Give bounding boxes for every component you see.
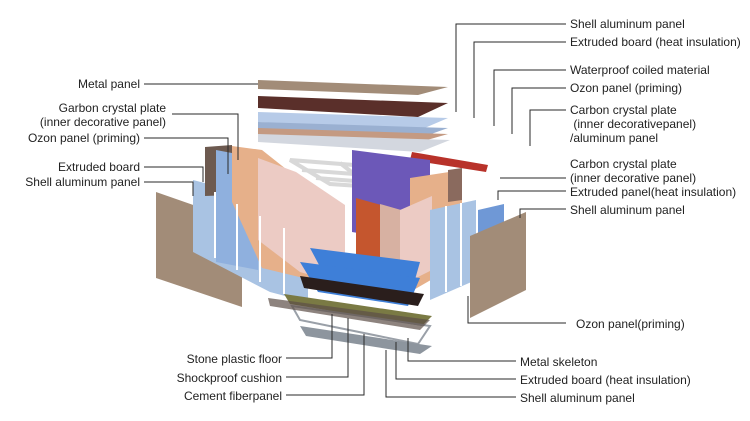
label-carbon-crystal-plate-right: Carbon crystal plate (inner decorative p…	[570, 157, 697, 185]
right-outer-brown-panel	[470, 212, 526, 318]
right-extruded-board	[448, 168, 462, 202]
label-shell-aluminum-panel-left: Shell aluminum panel	[25, 175, 140, 189]
label-carbon-crystal-plate-aluminum: Carbon crystal plate (inner decorativepa…	[570, 103, 697, 145]
roof-carbon-crystal-plate	[258, 134, 450, 152]
label-extruded-board-heat: Extruded board (heat insulation)	[570, 35, 741, 49]
roof-shell-aluminum-panel	[258, 96, 448, 117]
label-ozon-panel-right-top: Ozon panel (priming)	[570, 81, 683, 95]
label-shockproof-cushion: Shockproof cushion	[176, 371, 282, 385]
roof-metal-panel	[258, 80, 448, 95]
floor-shell-aluminum	[300, 326, 432, 354]
label-shell-aluminum-panel-bottom: Shell aluminum panel	[520, 391, 635, 405]
label-shell-aluminum-panel-top: Shell aluminum panel	[570, 17, 685, 31]
label-ozon-panel-left: Ozon panel (priming)	[27, 131, 140, 145]
right-shell-blue-panel	[430, 200, 476, 300]
floor-layers	[268, 248, 432, 354]
roof-red-beam	[410, 152, 488, 172]
label-ozon-panel-priming-bottom: Ozon panel(priming)	[576, 317, 685, 331]
label-extruded-board-bottom: Extruded board (heat insulation)	[520, 373, 691, 387]
label-metal-panel: Metal panel	[77, 77, 140, 91]
left-wall-layers	[156, 145, 345, 307]
label-stone-plastic-floor: Stone plastic floor	[186, 352, 282, 366]
leader-lines	[144, 23, 566, 398]
roof-layers	[258, 80, 488, 172]
floor-extruded-board	[268, 298, 430, 330]
label-extruded-board-left: Extruded board	[57, 160, 140, 174]
floor-shockproof-cushion	[300, 276, 424, 306]
label-extruded-panel-heat: Extruded panel(heat insulation)	[570, 185, 737, 199]
label-garbon-crystal-plate: Garbon crystal plate (inner decorative p…	[39, 101, 166, 129]
label-shell-aluminum-panel-right: Shell aluminum panel	[570, 203, 685, 217]
label-cement-fiberpanel: Cement fiberpanel	[183, 389, 282, 403]
label-metal-skeleton: Metal skeleton	[520, 355, 598, 369]
roof-extruded-board	[258, 112, 448, 130]
label-waterproof-coiled-material: Waterproof coiled material	[570, 63, 710, 77]
